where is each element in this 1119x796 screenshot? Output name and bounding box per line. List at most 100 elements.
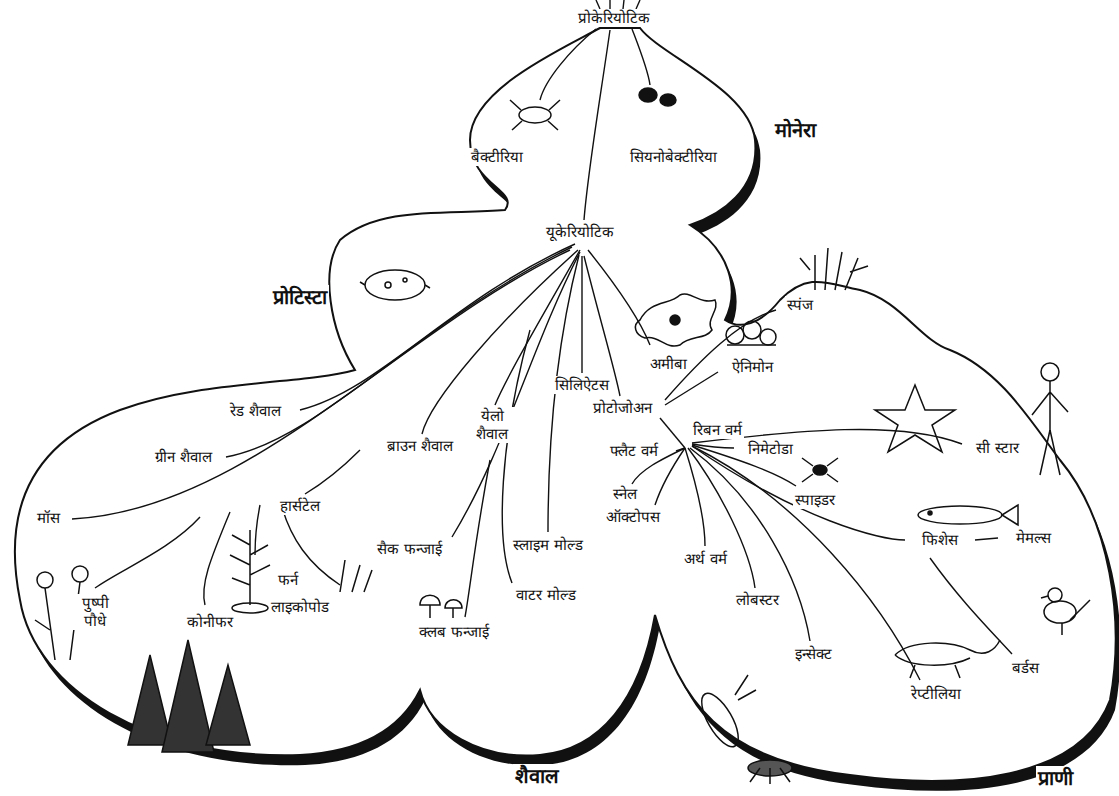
drawing-stroke [632, 29, 650, 85]
drawing-stroke [692, 444, 734, 448]
drawing-stroke [695, 688, 746, 752]
taxon-label: सिलिऐटस [553, 376, 611, 394]
drawing-stroke [206, 665, 250, 745]
drawing-stroke [465, 460, 490, 617]
taxon-label: बैक्टीरिया [469, 148, 525, 166]
drawing-stroke [37, 572, 53, 588]
kingdom-label: मोनेरा [773, 118, 818, 142]
taxon-label: हार्सटेल [278, 497, 322, 515]
drawing-stroke [635, 294, 716, 346]
drawing-stroke [420, 595, 462, 618]
sea-star-drawing [875, 385, 955, 452]
anemone-drawing [726, 321, 776, 345]
taxon-label: स्पाइडर [793, 491, 837, 509]
taxon-label: पुष्पी पौधे [69, 594, 121, 630]
taxon-label: सैक फन्जाई [375, 540, 444, 558]
taxon-label: अमीबा [648, 355, 689, 373]
fish-drawing [918, 505, 1018, 525]
drawing-stroke [735, 675, 756, 700]
drawing-stroke [1041, 596, 1090, 635]
tree-lines [72, 0, 1012, 680]
drawing-stroke [727, 344, 776, 346]
taxon-label: क्लब फन्जाई [417, 623, 491, 641]
drawing-stroke [255, 505, 260, 555]
drawing-stroke [230, 530, 270, 605]
drawing-stroke [581, 256, 582, 373]
taxon-label: इन्सेक्ट [793, 645, 834, 663]
drawing-stroke [928, 511, 932, 515]
drawing-stroke [975, 538, 998, 540]
bacterium-drawing [510, 100, 560, 130]
drawing-stroke [639, 88, 657, 102]
drawing-stroke [72, 566, 88, 582]
taxon-label: निमेटोडा [746, 440, 795, 458]
human-drawing [1032, 363, 1068, 475]
taxon-label: बर्डस [1010, 659, 1041, 677]
drawing-stroke [1048, 588, 1062, 602]
drawing-stroke [519, 107, 551, 123]
taxon-label: सियनोबेक्टीरिया [628, 148, 719, 166]
drawing-stroke [800, 248, 868, 290]
drawing-stroke [340, 560, 372, 592]
drawing-stroke [1032, 381, 1068, 475]
drawing-stroke [895, 640, 1000, 665]
drawing-stroke [128, 655, 172, 745]
drawing-stroke [665, 372, 718, 405]
sponge-drawing [800, 248, 868, 290]
drawing-stroke [162, 640, 214, 752]
kingdom-outline [15, 28, 1116, 781]
taxon-label: मॉस [35, 509, 62, 527]
taxon-label: सी स्टार [974, 439, 1021, 457]
kingdom-label: प्राणी [1036, 766, 1075, 790]
taxon-label: फिशेस [920, 531, 960, 549]
drawing-stroke [588, 250, 650, 345]
taxon-label: प्रोटोजोअन [591, 399, 654, 417]
taxon-label: ऑक्टोपस [604, 508, 662, 526]
drawing-stroke [910, 665, 960, 678]
taxon-label: यूकेरियोटिक [544, 223, 616, 241]
drawing-stroke [875, 385, 955, 452]
drawing-stroke [760, 329, 776, 345]
drawing-stroke [660, 94, 676, 106]
taxon-label: फ्लैट वर्म [608, 442, 660, 460]
organism-drawings [35, 88, 1090, 784]
taxon-label: फर्न [276, 571, 300, 589]
drawing-stroke [540, 29, 596, 100]
taxon-label: स्लाइम मोल्ड [511, 536, 585, 554]
drawing-stroke [1041, 363, 1059, 381]
taxon-label: रिबन वर्म [691, 421, 744, 439]
drawing-stroke [685, 448, 705, 546]
taxon-label: रेड शैवाल [228, 402, 283, 420]
taxon-label: ऐनिमोन [730, 358, 775, 376]
taxon-label: स्नेल [611, 485, 639, 503]
drawing-stroke [360, 282, 430, 288]
amoeba-drawing [635, 294, 716, 346]
kingdom-label: शैवाल [513, 764, 561, 788]
insect-drawing [748, 760, 792, 784]
drawing-stroke [584, 30, 610, 220]
drawing-stroke [1002, 505, 1018, 525]
taxon-label: वाटर मोल्ड [514, 586, 578, 604]
drawing-stroke [690, 448, 810, 641]
drawing-stroke [813, 465, 827, 475]
drawing-stroke [204, 512, 230, 605]
drawing-stroke [802, 458, 838, 482]
drawing-stroke [403, 278, 407, 282]
drawing-stroke [660, 418, 685, 448]
fern-drawing [230, 530, 270, 613]
taxon-label: लाइकोपोड [269, 598, 331, 616]
spider-drawing [802, 458, 838, 482]
taxon-label: ग्रीन शैवाल [153, 448, 214, 466]
drawing-stroke [232, 603, 268, 613]
drawing-stroke [452, 252, 580, 537]
conifer-drawing [128, 640, 250, 752]
taxon-label: मेमल्स [1014, 529, 1053, 547]
taxon-label: प्रोकेरियोटिक [576, 9, 652, 27]
taxon-label: स्पंज [785, 296, 815, 314]
drawing-stroke [365, 270, 425, 300]
lycopod-drawing [340, 560, 372, 592]
taxon-label: ब्राउन शैवाल [385, 437, 455, 455]
lobster-drawing [695, 675, 756, 752]
